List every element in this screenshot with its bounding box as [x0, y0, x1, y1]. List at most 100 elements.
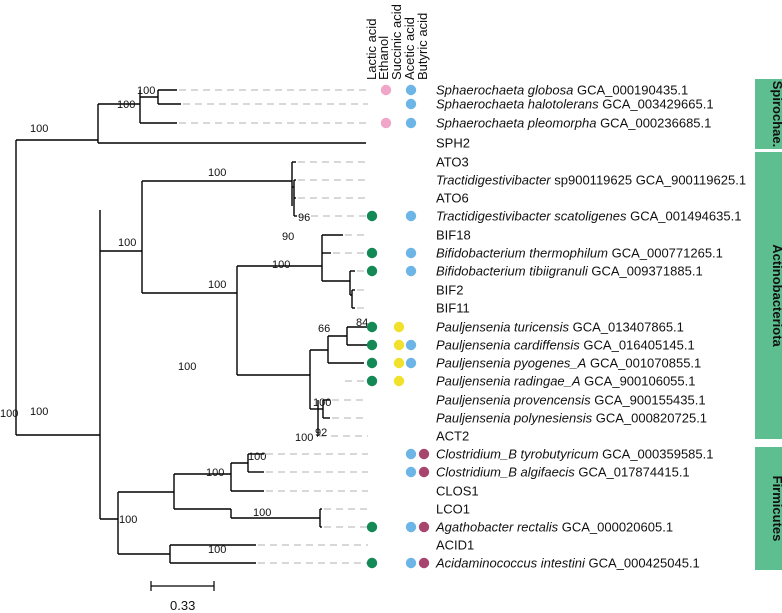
- taxon-labels: Sphaerochaeta globosa GCA_000190435.1Sph…: [435, 83, 746, 571]
- taxon-accession: GCA_900155435.1: [591, 393, 706, 408]
- butyric-marker: [418, 557, 430, 569]
- phylum-box: [755, 152, 782, 439]
- column-header: Lactic acid: [364, 19, 379, 80]
- taxon-accession: BIF11: [436, 301, 470, 316]
- taxon-label: Pauljensenia pyogenes_A GCA_001070855.1: [436, 356, 701, 371]
- taxon-label: ACID1: [436, 538, 474, 553]
- acetic-marker: [405, 210, 417, 222]
- lactic-marker: [366, 210, 378, 222]
- taxon-label: BIF11: [436, 301, 470, 316]
- taxon-label: Pauljensenia turicensis GCA_013407865.1: [436, 320, 684, 335]
- bootstrap-value: 92: [315, 427, 327, 439]
- taxon-accession: GCA_900106055.1: [581, 374, 696, 389]
- taxon-accession: ACID1: [436, 538, 474, 553]
- taxon-label: Pauljensenia radingae_A GCA_900106055.1: [436, 374, 696, 389]
- taxon-label: Sphaerochaeta halotolerans GCA_003429665…: [436, 97, 714, 112]
- taxon-species-name: Sphaerochaeta pleomorpha: [436, 116, 596, 131]
- taxon-species-name: Pauljensenia polynesiensis: [436, 411, 593, 426]
- taxon-label: SPH2: [436, 136, 470, 151]
- lactic-marker: [366, 375, 378, 387]
- acetic-marker: [405, 265, 417, 277]
- bootstrap-value: 100: [30, 406, 48, 418]
- scale-bar: 0.33: [150, 581, 215, 613]
- lactic-marker: [366, 321, 378, 333]
- taxon-accession: GCA_000820725.1: [592, 411, 707, 426]
- butyric-marker: [418, 466, 430, 478]
- bootstrap-value: 100: [137, 85, 155, 97]
- taxon-species-name: Pauljensenia cardiffensis: [436, 338, 580, 353]
- lactic-marker: [366, 557, 378, 569]
- phylum-box: [755, 79, 782, 149]
- taxon-accession: BIF18: [436, 228, 471, 243]
- taxon-species-name: Tractidigestivibacter scatoligenes: [436, 209, 627, 224]
- acetic-marker: [405, 448, 417, 460]
- bootstrap-value: 100: [119, 514, 137, 526]
- taxon-accession: GCA_003429665.1: [599, 97, 714, 112]
- bootstrap-value: 96: [298, 212, 310, 224]
- taxon-accession: GCA_000190435.1: [573, 83, 688, 98]
- taxon-accession: ACT2: [436, 429, 469, 444]
- lactic-marker: [366, 339, 378, 351]
- taxon-label: Tractidigestivibacter sp900119625 GCA_90…: [436, 173, 746, 188]
- bootstrap-value: 84: [356, 317, 368, 329]
- taxon-species-name: Sphaerochaeta globosa: [436, 83, 573, 98]
- taxon-accession: GCA_009371885.1: [588, 264, 703, 279]
- lactic-marker: [366, 521, 378, 533]
- taxon-accession: GCA_000771265.1: [608, 246, 723, 261]
- taxon-label: Bifidobacterium tibiigranuli GCA_0093718…: [436, 264, 703, 279]
- acetic-marker: [405, 247, 417, 259]
- acetic-marker: [405, 339, 417, 351]
- guide-lines: [179, 89, 368, 564]
- taxon-accession: LCO1: [436, 502, 470, 517]
- taxon-label: ATO3: [436, 155, 469, 170]
- butyric-marker: [418, 521, 430, 533]
- taxon-species-name: Clostridium_B algifaecis: [436, 465, 575, 480]
- taxon-accession: sp900119625 GCA_900119625.1: [551, 173, 746, 188]
- taxon-label: BIF2: [436, 283, 463, 298]
- taxon-species-name: Pauljensenia pyogenes_A: [436, 356, 586, 371]
- taxon-accession: BIF2: [436, 283, 463, 298]
- acetic-marker: [405, 117, 417, 129]
- succinic-marker: [393, 321, 405, 333]
- taxon-label: Clostridium_B tyrobutyricum GCA_00035958…: [436, 447, 713, 462]
- bootstrap-value: 100: [208, 279, 226, 291]
- taxon-label: Agathobacter rectalis GCA_000020605.1: [435, 520, 673, 535]
- bootstrap-value: 100: [248, 451, 266, 463]
- acetic-marker: [405, 557, 417, 569]
- lactic-marker: [366, 247, 378, 259]
- taxon-species-name: Pauljensenia turicensis: [436, 320, 569, 335]
- bootstrap-value: 100: [313, 397, 331, 409]
- taxon-label: Pauljensenia cardiffensis GCA_016405145.…: [436, 338, 695, 353]
- bootstrap-value: 100: [0, 408, 18, 420]
- bootstrap-value: 100: [272, 259, 290, 271]
- taxon-accession: CLOS1: [436, 484, 479, 499]
- taxon-species-name: Clostridium_B tyrobutyricum: [436, 447, 599, 462]
- acetic-marker: [405, 521, 417, 533]
- taxon-label: BIF18: [436, 228, 471, 243]
- bootstrap-value: 90: [282, 231, 294, 243]
- bootstrap-value: 100: [208, 167, 226, 179]
- taxon-accession: GCA_000020605.1: [558, 520, 673, 535]
- column-header: Acetic acid: [402, 17, 417, 80]
- phylum-box: [755, 447, 782, 570]
- lactic-marker: [366, 265, 378, 277]
- bootstrap-value: 100: [208, 544, 226, 556]
- taxon-accession: GCA_000425045.1: [585, 556, 700, 571]
- ethanol-marker: [380, 84, 392, 96]
- bootstrap-value: 66: [318, 323, 330, 335]
- acetic-marker: [405, 466, 417, 478]
- tree-branches: [15, 89, 377, 564]
- taxon-species-name: Agathobacter rectalis: [435, 520, 559, 535]
- taxon-species-name: Pauljensenia provencensis: [436, 393, 591, 408]
- taxon-label: Pauljensenia polynesiensis GCA_000820725…: [436, 411, 707, 426]
- taxon-label: Sphaerochaeta globosa GCA_000190435.1: [436, 83, 688, 98]
- succinic-marker: [393, 339, 405, 351]
- taxon-species-name: Pauljensenia radingae_A: [436, 374, 581, 389]
- taxon-accession: ATO6: [436, 191, 469, 206]
- taxon-label: Tractidigestivibacter scatoligenes GCA_0…: [436, 209, 741, 224]
- scale-label: 0.33: [170, 598, 195, 613]
- taxon-label: Sphaerochaeta pleomorpha GCA_000236685.1: [436, 116, 711, 131]
- column-header: Butyric acid: [415, 13, 430, 80]
